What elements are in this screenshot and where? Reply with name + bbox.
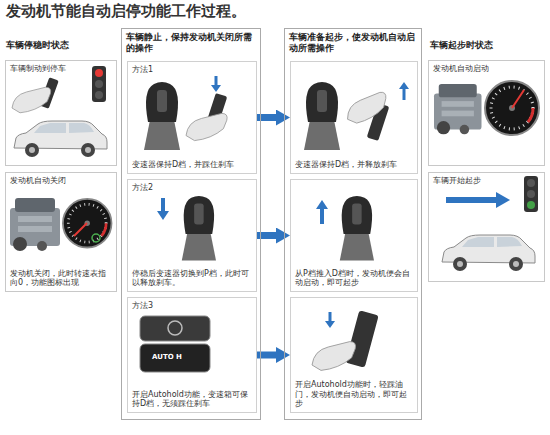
method-box: 方法1 变速器保持D档，并踩住刹车 xyxy=(127,61,257,174)
box-caption: 从P档推入D档时，发动机便会自动启动，即可起步 xyxy=(295,269,413,288)
step-group: 车辆准备起步，使发动机自动启动所需操作变速器保持D档，并释放刹车从P档推入D档时… xyxy=(284,28,422,420)
group-heading: 车辆准备起步，使发动机自动启动所需操作 xyxy=(289,32,417,54)
step-group: 车辆静止，保持发动机关闭所需的操作方法1 变速器保持D档，并踩住刹车方法2 停稳后变… xyxy=(121,28,261,420)
state-panel: 发动机自动启动 xyxy=(428,60,545,166)
state-panel: 车辆制动到停车 xyxy=(5,60,117,166)
method-box: 开启Autohold功能时，轻踩油门，发动机便自动启动，即可起步 xyxy=(290,297,418,413)
button-label: AUTO H xyxy=(152,353,182,361)
group-heading: 车辆静止，保持发动机关闭所需的操作 xyxy=(126,32,256,54)
state-panel: 车辆开始起步 xyxy=(428,172,545,282)
box-caption: 变速器保持D档，并踩住刹车 xyxy=(132,160,252,170)
column-heading: 车辆起步时状态 xyxy=(430,40,493,51)
column-heading: 车辆停稳时状态 xyxy=(6,40,69,51)
box-caption: 发动机关闭，此时转速表指向0，功能图标出现 xyxy=(10,269,112,288)
state-panel: 发动机自动关闭发动机关闭，此时转速表指向0，功能图标出现 xyxy=(5,172,117,292)
box-caption: 开启Autohold功能，变速箱可保持D档，无须踩住刹车 xyxy=(132,390,252,409)
box-caption: 停稳后变速器切换到P档，此时可以释放刹车。 xyxy=(132,269,252,288)
box-caption: 开启Autohold功能时，轻踩油门，发动机便自动启动，即可起步 xyxy=(295,380,413,409)
box-heading: 方法3 xyxy=(132,301,252,311)
diagram-title: 发动机节能自动启停功能工作过程。 xyxy=(6,2,246,21)
box-caption: 变速器保持D档，并释放刹车 xyxy=(295,160,413,170)
box-caption: 车辆制动到停车 xyxy=(10,64,112,74)
method-box: 方法3 开启Autohold功能，变速箱可保持D档，无须踩住刹车 xyxy=(127,297,257,413)
box-heading: 方法2 xyxy=(132,183,252,193)
method-box: 从P档推入D档时，发动机便会自动启动，即可起步 xyxy=(290,179,418,292)
method-box: 方法2 停稳后变速器切换到P档，此时可以释放刹车。 xyxy=(127,179,257,292)
box-caption: 发动机自动启动 xyxy=(433,64,540,74)
method-box: 变速器保持D档，并释放刹车 xyxy=(290,61,418,174)
box-heading: 方法1 xyxy=(132,65,252,75)
box-caption: 车辆开始起步 xyxy=(433,176,540,186)
box-heading: 发动机自动关闭 xyxy=(10,176,112,186)
